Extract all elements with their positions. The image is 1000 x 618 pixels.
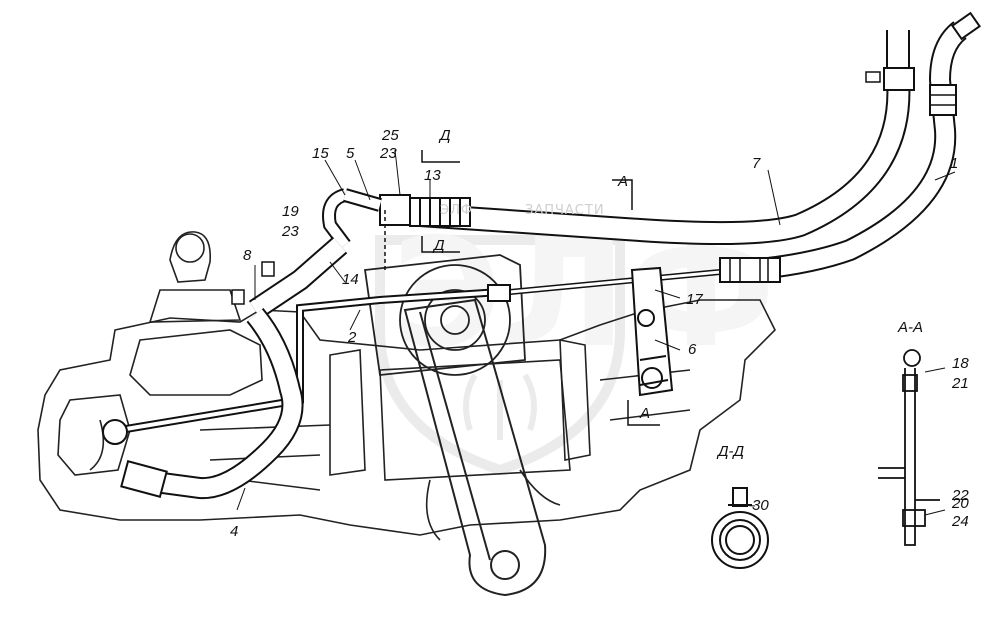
callout-2: 2 [347,329,357,346]
pipe-1 [509,11,981,295]
callout-23-left: 23 [281,223,299,240]
callout-30: 30 [752,497,769,514]
callout-20: 20 [951,495,969,512]
section-mark-d-mid: Д [432,237,445,254]
section-view-dd [711,487,769,569]
callout-8: 8 [243,247,252,264]
callout-19: 19 [282,203,299,220]
pipe-2 [102,284,511,445]
callout-18: 18 [952,355,969,372]
watermark-text-left: ЭЛФ [440,203,473,218]
bracket-6 [630,266,674,397]
callout-25: 25 [381,127,399,144]
callout-17: 17 [686,291,703,308]
pitman-arm [403,298,547,597]
leader-lines [236,149,956,516]
callout-23-top: 23 [379,145,397,162]
section-mark-d-top: Д [438,127,451,144]
steering-gear [363,254,526,376]
callout-13: 13 [424,167,441,184]
section-title-dd: Д-Д [716,443,745,460]
section-mark-a-top: А [617,173,628,190]
callout-4: 4 [230,523,238,540]
section-mark-lines [384,150,660,426]
callout-5: 5 [346,145,355,162]
section-title-aa: А-А [897,319,923,336]
pipe-4 [120,307,304,500]
callout-22: 22 [951,487,969,504]
watermark-text-right: ЗАПЧАСТИ [525,203,605,218]
hose-13 [322,188,471,250]
section-mark-letters: Д Д А А [432,127,650,422]
pipe-7 [419,30,915,246]
watermark-caption: ЭЛФ ЗАПЧАСТИ [440,203,605,218]
pipe-14 [231,236,348,320]
callout-1: 1 [950,155,958,172]
callout-labels: 1 2 4 5 6 7 8 13 14 15 17 18 19 20 21 22… [230,127,969,540]
callout-15: 15 [312,145,329,162]
section-view-aa [878,349,940,546]
section-mark-a-bottom: А [639,405,650,422]
callout-21: 21 [951,375,969,392]
callout-6: 6 [688,341,697,358]
callout-14: 14 [342,271,359,288]
callout-24: 24 [951,513,969,530]
callout-7: 7 [752,155,761,172]
